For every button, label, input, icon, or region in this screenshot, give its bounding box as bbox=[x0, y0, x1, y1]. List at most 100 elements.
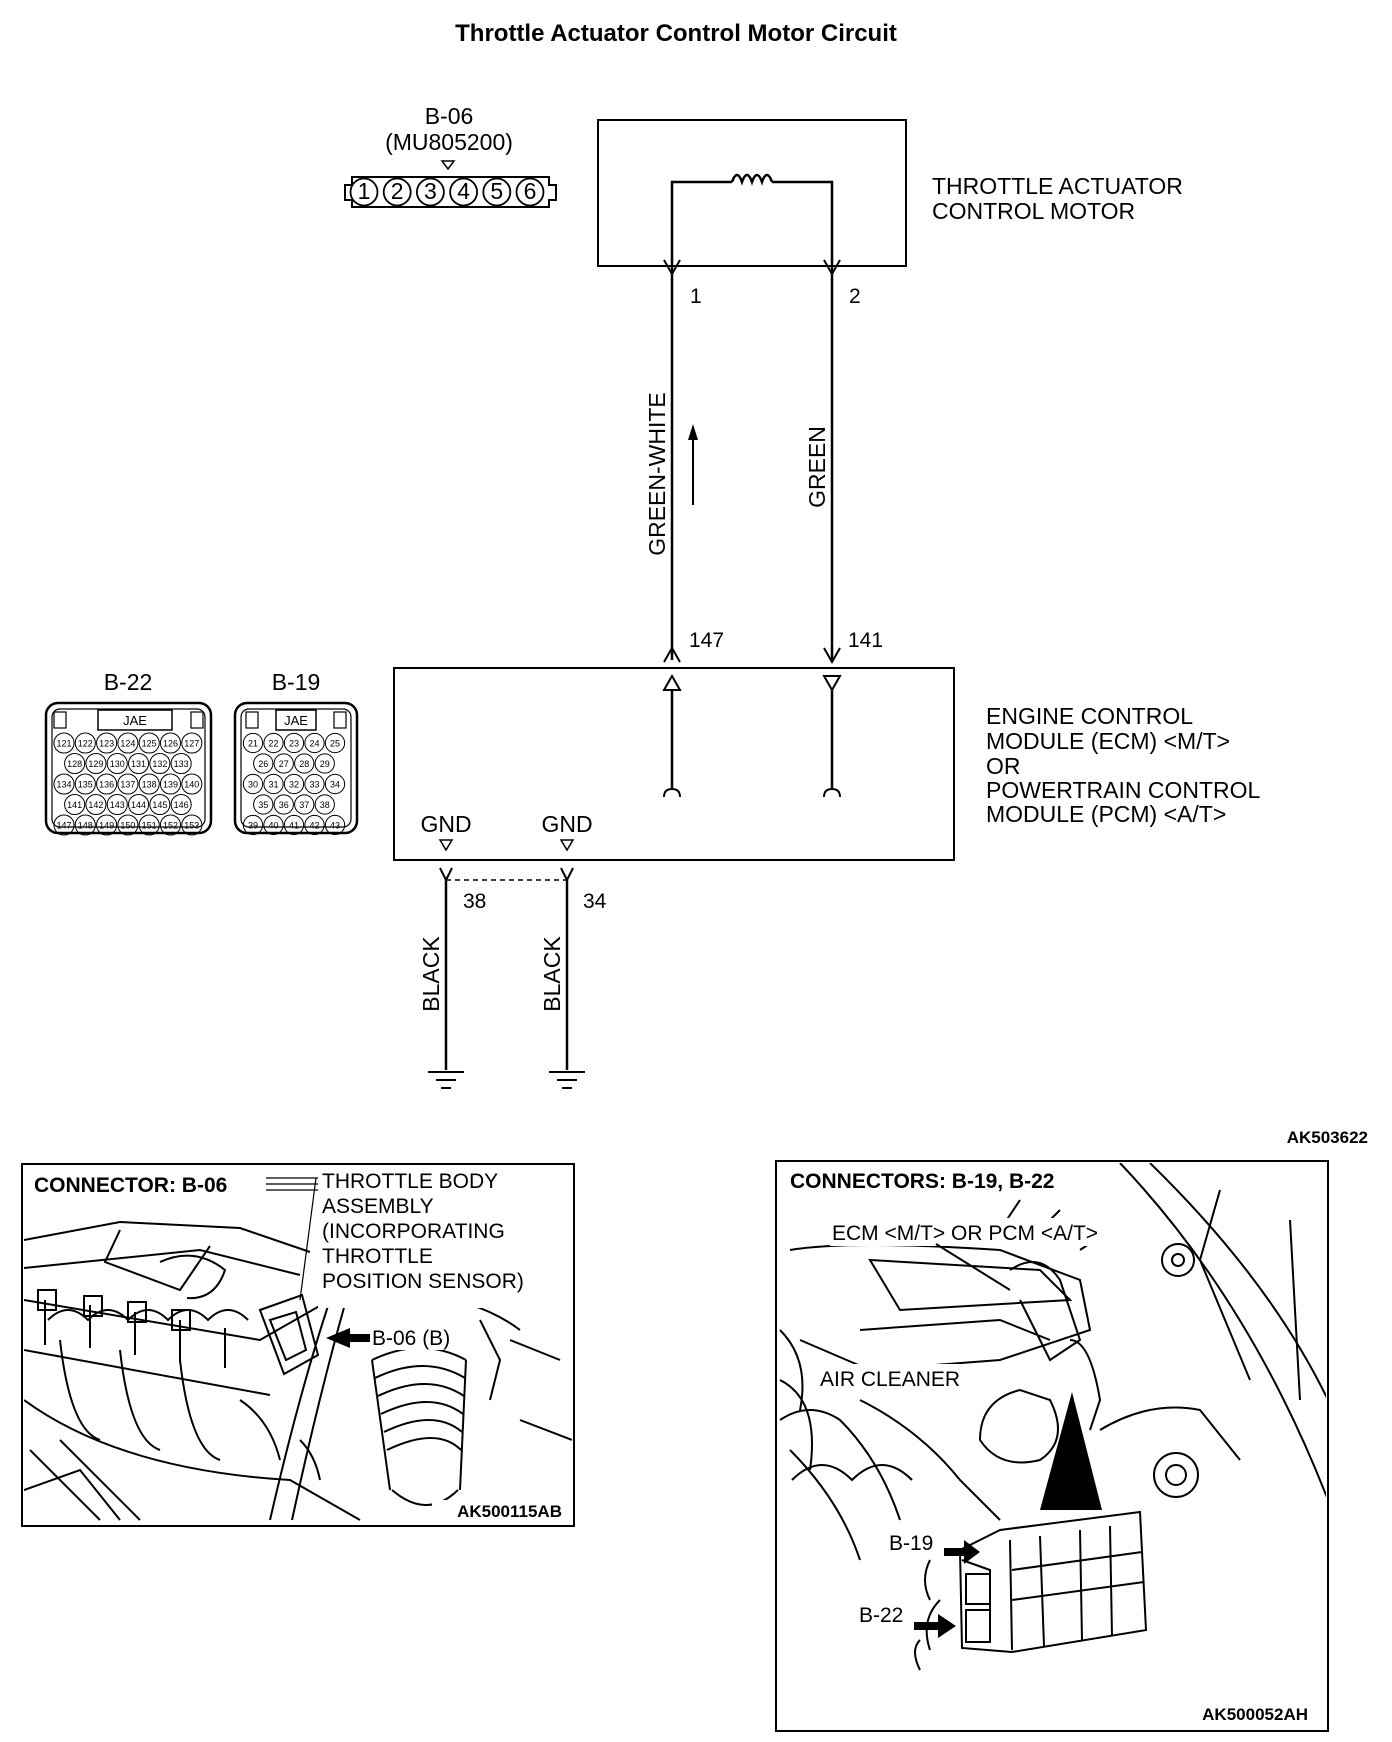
b22-pin-number: 151 bbox=[142, 820, 157, 830]
b22-pin-number: 123 bbox=[99, 738, 114, 748]
b22-pin bbox=[170, 793, 192, 816]
ground-wires: 38 34 BLACK BLACK bbox=[418, 867, 607, 1089]
ecm-pcm-module: GND GND ENGINE CONTROL MODULE (ECM) <M/T… bbox=[393, 667, 1261, 861]
b22-pin bbox=[149, 752, 171, 775]
b22-pin-number: 127 bbox=[184, 738, 199, 748]
b19-pin-number: 27 bbox=[279, 759, 289, 769]
photo1-line3: (INCORPORATING bbox=[322, 1220, 505, 1243]
b19-pin bbox=[283, 732, 305, 754]
b22-pin bbox=[181, 773, 203, 795]
b22-pin-number: 132 bbox=[152, 759, 167, 769]
b06-pin bbox=[515, 177, 545, 207]
ecm-pin-141: 141 bbox=[848, 629, 883, 652]
b22-pin bbox=[53, 773, 75, 795]
ecm-label-line3: OR bbox=[986, 753, 1021, 779]
photo2-ecm-label: ECM <M/T> OR PCM <A/T> bbox=[832, 1222, 1098, 1245]
b19-pin-number: 22 bbox=[268, 738, 278, 748]
b22-pin-number: 150 bbox=[120, 820, 135, 830]
b22-pin bbox=[149, 793, 171, 816]
wire-color-green-white: GREEN-WHITE bbox=[644, 392, 670, 556]
b22-pin bbox=[74, 773, 96, 795]
b19-pin-number: 34 bbox=[330, 779, 340, 789]
b22-pin bbox=[117, 814, 139, 836]
b22-id-label: B-22 bbox=[104, 669, 153, 695]
b19-pin bbox=[263, 732, 284, 754]
b19-pin-number: 36 bbox=[279, 800, 289, 810]
b19-pin bbox=[324, 732, 346, 754]
motor-label-line1: THROTTLE ACTUATOR bbox=[932, 173, 1183, 199]
figure-code-top: AK503622 bbox=[1287, 1128, 1368, 1147]
b06-pin-number: 5 bbox=[490, 178, 503, 204]
b19-pin bbox=[304, 773, 325, 795]
b22-pin-number: 128 bbox=[67, 759, 82, 769]
b19-pin-number: 35 bbox=[258, 800, 268, 810]
b19-pin bbox=[314, 794, 335, 815]
b19-pin-number: 23 bbox=[289, 738, 299, 748]
ecm-label-line5: MODULE (PCM) <A/T> bbox=[986, 801, 1226, 827]
b19-pin bbox=[314, 753, 335, 774]
connector-pointer-arrow-icon bbox=[326, 1328, 370, 1348]
b22-pin-number: 152 bbox=[163, 820, 178, 830]
b22-pin-number: 134 bbox=[56, 779, 71, 789]
b19-pin bbox=[304, 814, 325, 836]
motor-label-line2: CONTROL MOTOR bbox=[932, 198, 1135, 224]
b19-pin-number: 21 bbox=[248, 738, 258, 748]
b22-pin-number: 135 bbox=[78, 779, 93, 789]
motor-pin-2: 2 bbox=[849, 285, 861, 308]
b22-pin-number: 142 bbox=[88, 800, 103, 810]
b19-pointer-arrow-icon bbox=[944, 1540, 980, 1564]
b22-pin-number: 141 bbox=[67, 800, 82, 810]
b19-pin-number: 37 bbox=[299, 800, 309, 810]
b22-pin-number: 153 bbox=[184, 820, 199, 830]
b22-pin bbox=[74, 814, 96, 836]
photo2-b19-label: B-19 bbox=[889, 1532, 933, 1555]
terminal-147-arrow-icon bbox=[663, 645, 681, 663]
b22-pin-number: 140 bbox=[184, 779, 199, 789]
b22-pin bbox=[53, 814, 75, 836]
b22-pin-number: 121 bbox=[56, 738, 71, 748]
b22-pin-number: 130 bbox=[110, 759, 125, 769]
b22-pin-number: 125 bbox=[142, 738, 157, 748]
b22-pin bbox=[96, 814, 118, 836]
photo1-line4: THROTTLE bbox=[322, 1245, 433, 1268]
b22-pin-number: 146 bbox=[174, 800, 189, 810]
b22-pin-number: 145 bbox=[152, 800, 167, 810]
b19-pin bbox=[242, 773, 264, 795]
b22-pin bbox=[138, 773, 160, 795]
b22-pin bbox=[96, 773, 118, 795]
ecm-pin-147: 147 bbox=[689, 629, 724, 652]
photo-connector-b06: CONNECTOR: B-06 THROTTLE BODY ASSEMBLY (… bbox=[21, 1163, 575, 1527]
b22-pin-number: 137 bbox=[120, 779, 135, 789]
b19-pin-number: 28 bbox=[299, 759, 309, 769]
b19-pin-number: 41 bbox=[289, 820, 299, 830]
b06-pin-number: 3 bbox=[424, 178, 437, 204]
ecm-label-line2: MODULE (ECM) <M/T> bbox=[986, 728, 1230, 754]
b19-pin bbox=[283, 814, 305, 836]
b22-pin bbox=[64, 793, 86, 816]
ecm-label-line1: ENGINE CONTROL bbox=[986, 703, 1193, 729]
b19-pin-number: 38 bbox=[320, 800, 330, 810]
b19-pin-number: 39 bbox=[248, 820, 258, 830]
b22-pin bbox=[117, 773, 139, 795]
b06-pin bbox=[482, 177, 512, 207]
b06-pin bbox=[449, 177, 479, 207]
b06-id-label: B-06 bbox=[425, 103, 474, 129]
b22-pin-number: 129 bbox=[88, 759, 103, 769]
b06-part-number: (MU805200) bbox=[385, 129, 513, 155]
b22-pin bbox=[159, 732, 182, 754]
wire-color-black-1: BLACK bbox=[418, 936, 444, 1012]
b19-pin bbox=[273, 753, 294, 774]
b19-pin-number: 43 bbox=[330, 820, 340, 830]
b19-pin bbox=[304, 732, 325, 754]
throttle-actuator-motor: THROTTLE ACTUATOR CONTROL MOTOR bbox=[597, 119, 1183, 267]
b19-pin-number: 40 bbox=[268, 820, 278, 830]
b06-pin-number: 1 bbox=[358, 178, 371, 204]
b19-pin bbox=[324, 814, 346, 836]
terminal-1-arrow-icon bbox=[663, 259, 681, 277]
current-direction-arrow-icon bbox=[688, 424, 698, 440]
b19-pin-number: 31 bbox=[268, 779, 278, 789]
b22-maker: JAE bbox=[123, 713, 147, 728]
wire-color-black-2: BLACK bbox=[539, 936, 565, 1012]
b22-pin bbox=[106, 752, 128, 775]
